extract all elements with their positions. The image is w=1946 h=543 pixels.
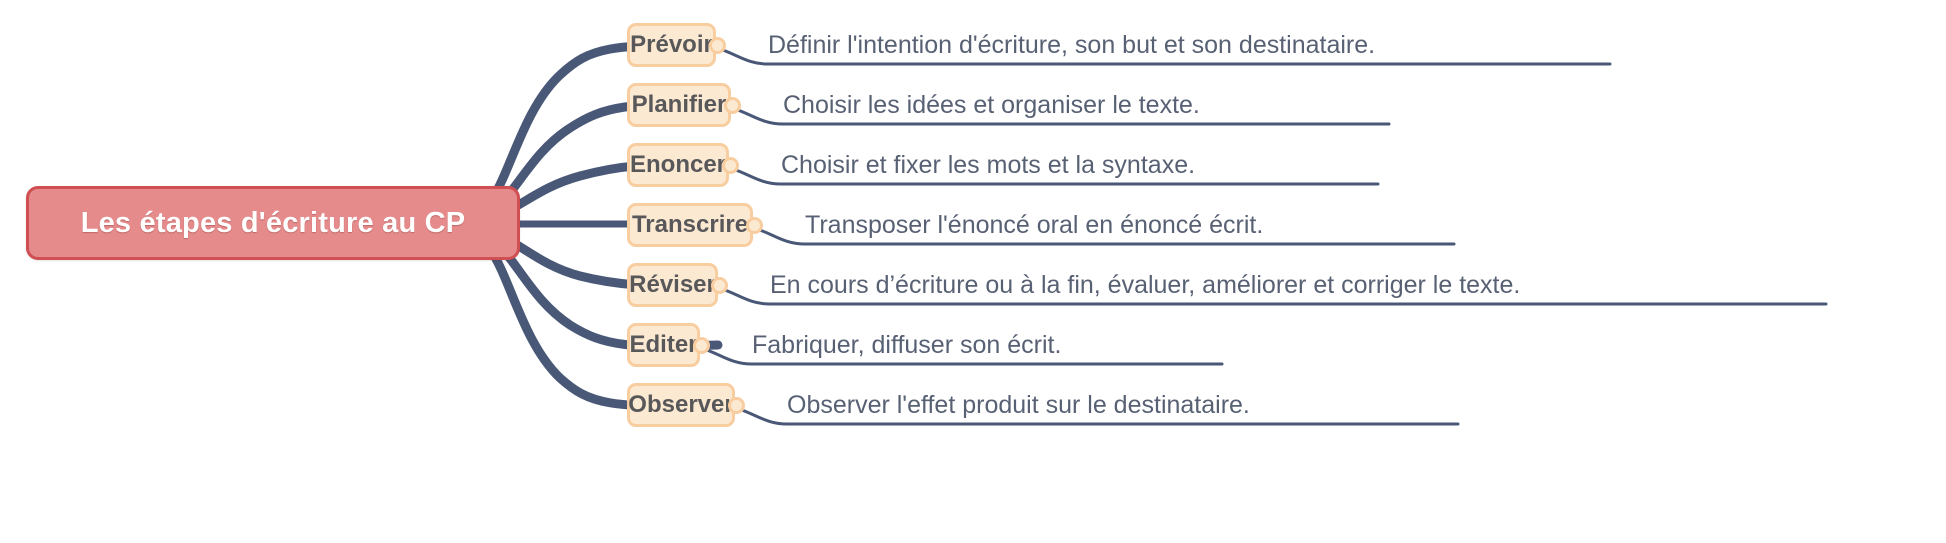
root-node[interactable]: Les étapes d'écriture au CP [26,186,520,260]
root-node-label: Les étapes d'écriture au CP [80,206,466,239]
topic-label: Prévoir [630,31,713,58]
connector-knob-icon [722,157,739,174]
topic-node-observer[interactable]: Observer [627,383,735,427]
description-text: Transposer l'énoncé oral en énoncé écrit… [805,211,1264,239]
topic-node-editer[interactable]: Editer [627,323,700,367]
topic-node-transcrire[interactable]: Transcrire [627,203,753,247]
description-text: En cours d’écriture ou à la fin, évaluer… [770,271,1521,299]
topic-node-reviser[interactable]: Réviser [627,263,718,307]
description-text: Fabriquer, diffuser son écrit. [752,331,1062,359]
topic-node-prevoir[interactable]: Prévoir [627,23,716,67]
description-text: Observer l'effet produit sur le destinat… [787,391,1250,419]
description-text: Choisir et fixer les mots et la syntaxe. [781,151,1196,179]
edge-root-observer [465,230,723,411]
connector-knob-icon [711,277,728,294]
connector-knob-icon [709,37,726,54]
description-text: Définir l'intention d'écriture, son but … [768,31,1376,59]
topic-label: Enoncer [629,151,727,178]
topic-label: Editer [629,331,698,358]
topic-node-enoncer[interactable]: Enoncer [627,143,729,187]
topic-label: Planifier [631,91,727,118]
topic-node-planifier[interactable]: Planifier [627,83,731,127]
connector-knob-icon [724,97,741,114]
connector-knob-icon [728,397,745,414]
connector-knob-icon [746,217,763,234]
topic-label: Observer [628,391,734,418]
description-text: Choisir les idées et organiser le texte. [783,91,1200,119]
connector-knob-icon [693,337,710,354]
topic-label: Transcrire [631,211,749,238]
topic-label: Réviser [629,271,716,298]
